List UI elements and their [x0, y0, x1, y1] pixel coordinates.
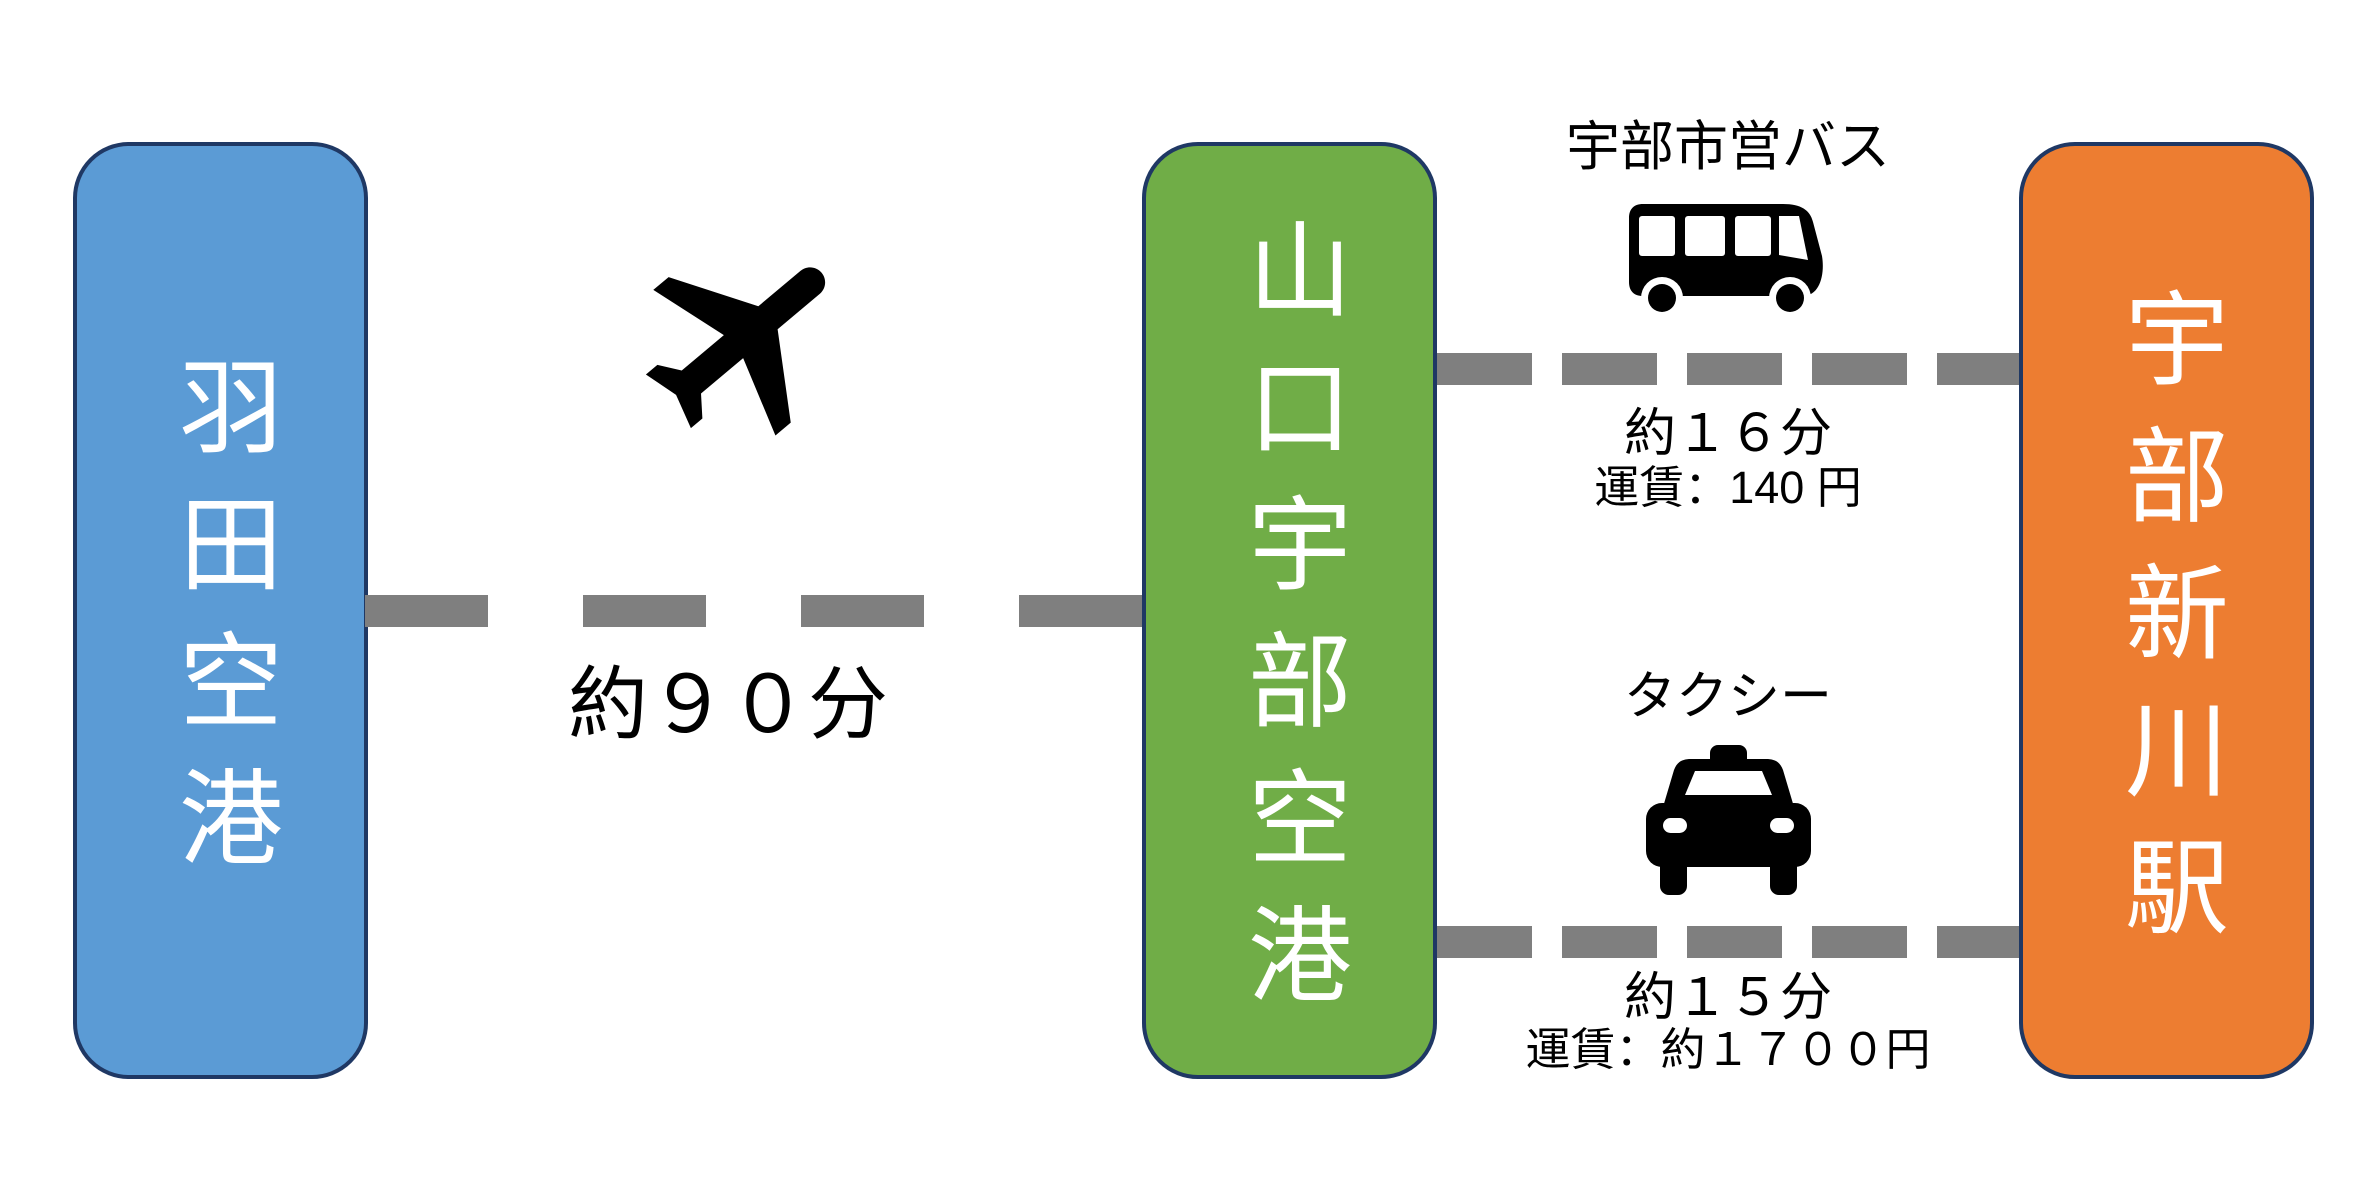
flight-duration-label: 約９０分 [568, 660, 888, 749]
bus-icon [1629, 204, 1823, 319]
bus-route-dashed-line [1437, 353, 2019, 385]
taxi-route-dashed-line [1437, 926, 2019, 958]
node-ube-shinkawa-station: 宇部新川駅 [2019, 142, 2314, 1079]
flight-route-dashed-line [365, 595, 1143, 627]
bus-fare-label: 運賃：140 円 [1594, 462, 1862, 513]
node-yamaguchi-ube-airport: 山口宇部空港 [1142, 142, 1437, 1079]
node-haneda-airport-label: 羽田空港 [162, 353, 279, 901]
taxi-route-label: タクシー [1623, 668, 1832, 726]
node-ube-shinkawa-station-label: 宇部新川駅 [2108, 284, 2225, 970]
airplane-icon [645, 267, 826, 436]
node-yamaguchi-ube-airport-label: 山口宇部空港 [1231, 216, 1348, 1038]
taxi-icon [1646, 745, 1811, 895]
taxi-duration-label: 約１５分 [1623, 969, 1832, 1027]
node-haneda-airport: 羽田空港 [73, 142, 368, 1079]
bus-route-label: 宇部市営バス [1566, 117, 1890, 177]
bus-duration-label: 約１６分 [1623, 405, 1832, 463]
taxi-fare-label: 運賃：約１７００円 [1525, 1024, 1931, 1075]
